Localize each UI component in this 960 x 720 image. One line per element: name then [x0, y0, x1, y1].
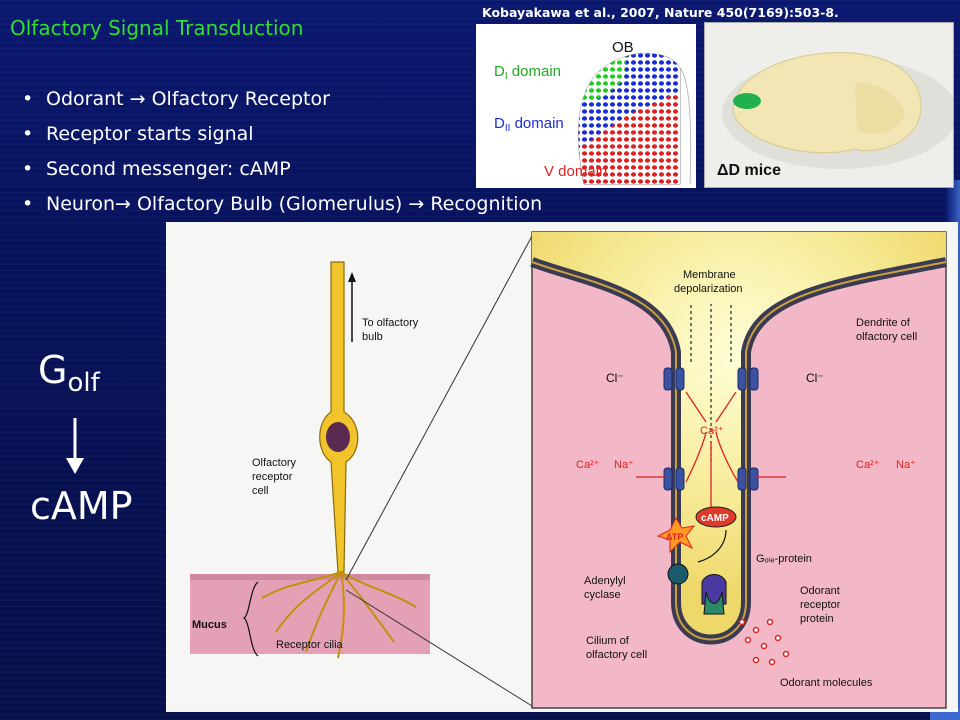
- golf-protein-label: Gₒₗₑ-protein: [756, 553, 812, 565]
- ob-domain-graphic: OB DI domain DII domain V domain: [494, 39, 692, 185]
- bullet-item: Second messenger: cAMP: [10, 156, 542, 191]
- atp-to-camp-arrow: [697, 529, 727, 563]
- receptor-cell-label-1: Olfactory: [252, 457, 297, 469]
- ob-edge: [679, 67, 692, 185]
- ca-left-label: Ca²⁺: [576, 459, 600, 471]
- adenylyl-label-2: cyclase: [584, 589, 621, 601]
- bullet-item: Odorant → Olfactory Receptor: [10, 86, 542, 121]
- na-right-label: Na⁺: [896, 459, 916, 471]
- up-arrow-icon: [348, 272, 356, 282]
- dendrite-label-2: olfactory cell: [856, 331, 917, 343]
- dendrite-interior: [532, 232, 946, 640]
- membrane-inner-line: [531, 261, 947, 641]
- membrane-label-2: depolarization: [674, 283, 743, 295]
- cilium-label-1: Cilium of: [586, 635, 630, 647]
- olfactory-transduction-figure: To olfactory bulb Olfactory receptor cel…: [166, 222, 958, 712]
- dendrite-label-1: Dendrite of: [856, 317, 911, 329]
- golf-protein-shape: [703, 591, 725, 615]
- membrane-label-1: Membrane: [683, 269, 736, 281]
- atp-burst: [656, 516, 696, 554]
- d2-domain-label: DII domain: [494, 115, 564, 134]
- adenylyl-label-1: Adenylyl: [584, 575, 626, 587]
- odorant-receptor-label-3: protein: [800, 613, 834, 625]
- cell-nucleus: [326, 422, 350, 452]
- odorant-receptor-label-1: Odorant: [800, 585, 840, 597]
- ob-label: OB: [612, 39, 634, 56]
- to-bulb-label-1: To olfactory: [362, 317, 419, 329]
- receptor-cell-label-2: receptor: [252, 471, 293, 483]
- na-left-label: Na⁺: [614, 459, 634, 471]
- photo-caption: ΔD mice: [717, 162, 781, 179]
- figure-graphic: To olfactory bulb Olfactory receptor cel…: [190, 231, 947, 709]
- bullet-item: Neuron→ Olfactory Bulb (Glomerulus) → Re…: [10, 191, 542, 226]
- receptor-cell-label-3: cell: [252, 485, 269, 497]
- down-arrow-icon: [66, 418, 84, 474]
- bullet-item: Receptor starts signal: [10, 121, 542, 156]
- atp-label: ATP: [666, 532, 683, 542]
- camp-label: cAMP: [30, 484, 133, 528]
- citation: Kobayakawa et al., 2007, Nature 450(7169…: [482, 5, 839, 20]
- camp-molecule-label: cAMP: [701, 513, 729, 524]
- odorant-molecule-dots: [738, 618, 790, 666]
- zoom-line-top: [345, 235, 533, 581]
- to-bulb-label-2: bulb: [362, 331, 383, 343]
- cilium-label-2: olfactory cell: [586, 649, 647, 661]
- brain-photo-graphic: ΔD mice: [705, 23, 958, 187]
- odorant-receptor-label-2: receptor: [800, 599, 841, 611]
- cl-channels: [663, 367, 759, 391]
- receptor-cilia-label: Receptor cilia: [276, 639, 344, 651]
- mucus-label: Mucus: [192, 619, 227, 631]
- v-domain-label: V domain: [544, 163, 607, 180]
- ca-center-label: Ca²⁺: [700, 425, 724, 437]
- d1-domain-label: DI domain: [494, 63, 561, 82]
- cation-channels: [663, 467, 759, 491]
- green-ob-stain: [733, 93, 761, 109]
- ca-right-label: Ca²⁺: [856, 459, 880, 471]
- brain-photo: ΔD mice: [704, 22, 958, 188]
- adenylyl-cyclase: [667, 563, 689, 585]
- cl-right-label: Cl⁻: [806, 371, 824, 385]
- golf-label: Golf: [38, 348, 100, 398]
- olfactory-bulb-domain-map: OB DI domain DII domain V domain: [476, 24, 696, 188]
- cl-left-label: Cl⁻: [606, 371, 624, 385]
- mucus-brace: [242, 581, 259, 657]
- camp-molecule: [695, 506, 737, 528]
- receptor-cell-body: [319, 261, 359, 573]
- slide-title: Olfactory Signal Transduction: [10, 16, 304, 40]
- ion-flow-arrows: [636, 391, 786, 512]
- odorant-molecules-label: Odorant molecules: [780, 677, 873, 689]
- zoom-line-bottom: [345, 589, 533, 707]
- depolarization-arrows: [690, 304, 732, 462]
- cerebellum: [855, 82, 905, 134]
- bullet-list: Odorant → Olfactory Receptor Receptor st…: [10, 86, 542, 226]
